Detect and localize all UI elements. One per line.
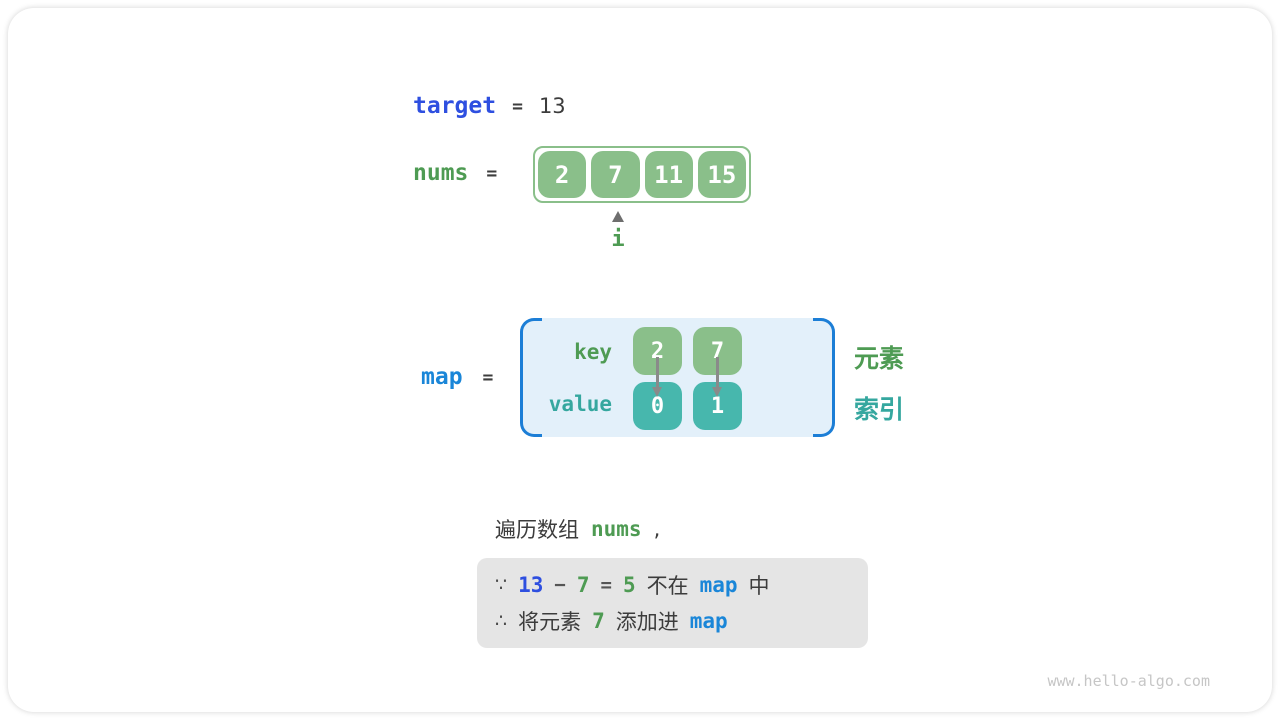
key-to-value-arrow-icon <box>652 357 663 415</box>
nums-cell: 2 <box>538 151 587 198</box>
nums-cell: 15 <box>697 151 746 198</box>
nums-cell: 7 <box>591 151 640 198</box>
nums-label-row: nums = <box>413 160 497 186</box>
caption-prefix: 遍历数组 <box>495 518 579 542</box>
target-label: target <box>413 93 497 119</box>
map-container: key value 2 7 0 1 <box>520 318 835 437</box>
note-box: ∵ 13 − 7 = 5 不在 map 中 ∴ 将元素 7 添加进 map <box>477 558 868 648</box>
nums-array: 2 7 11 15 <box>533 146 751 203</box>
because-symbol: ∵ <box>495 574 508 596</box>
equals-sign: = <box>600 574 612 596</box>
caption-suffix: , <box>653 517 661 541</box>
index-pointer-label: i <box>611 227 625 252</box>
caption-row: 遍历数组 nums , <box>495 514 660 544</box>
right-bracket-icon <box>813 318 835 437</box>
nums-label: nums <box>413 160 469 186</box>
key-to-value-arrow-icon <box>712 357 723 415</box>
note-line-because: ∵ 13 − 7 = 5 不在 map 中 <box>495 567 850 603</box>
note-element-value: 7 <box>592 609 605 633</box>
map-value-label: value <box>548 392 612 416</box>
map-label-row: map = <box>421 364 493 390</box>
watermark: www.hello-algo.com <box>1047 672 1210 690</box>
map-key-label: key <box>574 340 612 364</box>
therefore-symbol: ∴ <box>495 610 508 632</box>
target-value: 13 <box>538 94 566 118</box>
note-map-code: map <box>699 573 738 597</box>
target-row: target = 13 <box>413 93 566 119</box>
minus-sign: − <box>554 574 566 596</box>
note-line-therefore: ∴ 将元素 7 添加进 map <box>495 603 850 639</box>
note-text-add-element: 将元素 <box>518 610 582 634</box>
note-text-not-in: 不在 <box>646 574 689 598</box>
note-text-add-into: 添加进 <box>615 610 679 634</box>
target-equals: = <box>512 95 523 117</box>
element-side-label: 元素 <box>854 344 905 373</box>
note-map-code: map <box>689 609 728 633</box>
left-bracket-icon <box>520 318 542 437</box>
index-pointer-arrow-icon <box>612 211 624 222</box>
map-equals: = <box>482 366 494 388</box>
note-text-in: 中 <box>748 574 770 598</box>
caption-code: nums <box>591 517 642 541</box>
note-target-value: 13 <box>518 573 544 597</box>
note-current-value: 7 <box>576 573 590 597</box>
nums-equals: = <box>486 162 498 184</box>
map-label: map <box>421 364 463 390</box>
index-side-label: 索引 <box>854 395 905 424</box>
note-difference-value: 5 <box>622 573 636 597</box>
nums-cell: 11 <box>644 151 693 198</box>
